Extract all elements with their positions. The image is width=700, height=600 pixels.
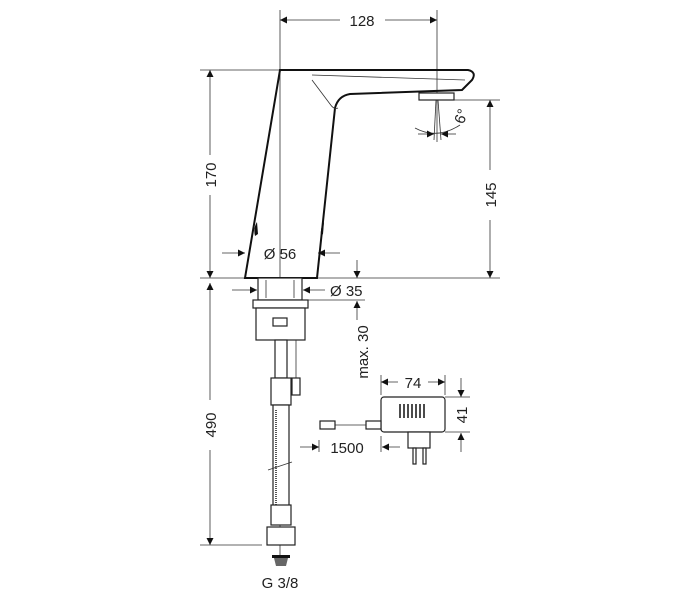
dim-spout-reach: 128 [349, 13, 374, 30]
dim-shank-diameter: Ø 35 [330, 283, 363, 300]
dim-total-height: 170 [203, 162, 220, 187]
dim-adapter-height: 41 [454, 407, 471, 424]
shank-assembly [252, 277, 309, 566]
dimension-lines [206, 16, 494, 545]
power-adapter [319, 396, 446, 465]
dim-max-counter: max. 30 [355, 325, 372, 378]
dim-spout-height: 145 [483, 182, 500, 207]
dim-spray-angle: 6° [451, 107, 472, 126]
dim-adapter-width: 74 [405, 375, 422, 392]
dim-cable-length: 1500 [330, 440, 363, 457]
faucet-body [243, 69, 475, 279]
dim-hose-length: 490 [203, 412, 220, 437]
dim-body-diameter: Ø 56 [264, 246, 297, 263]
dim-thread: G 3/8 [262, 575, 299, 592]
